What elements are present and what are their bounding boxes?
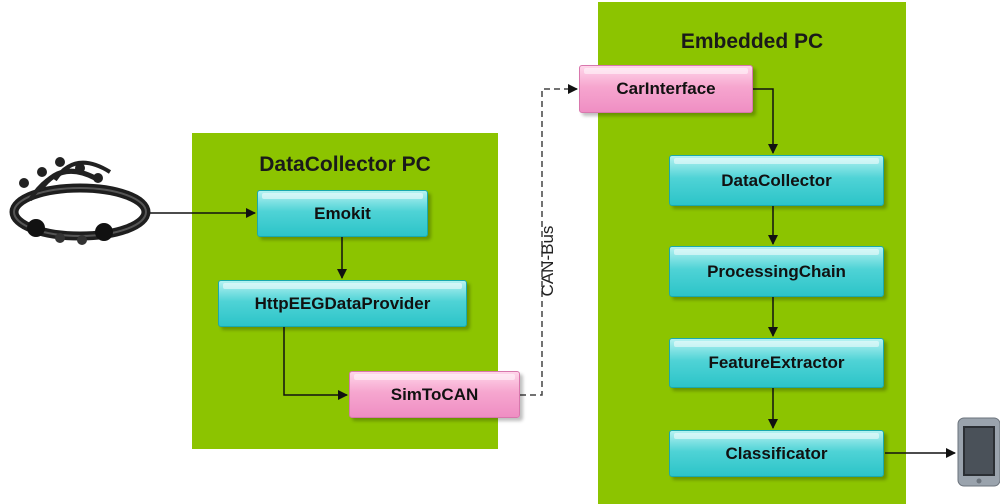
http-eeg-data-provider-label: HttpEEGDataProvider — [254, 293, 431, 313]
datacollector-pc-title: DataCollector PC — [259, 153, 431, 176]
can-bus-label: CAN-Bus — [538, 225, 557, 297]
car-interface-box: CarInterface — [579, 65, 753, 113]
http-eeg-data-provider-box: HttpEEGDataProvider — [218, 280, 467, 327]
car-interface-label: CarInterface — [616, 79, 716, 98]
data-collector-label: DataCollector — [721, 170, 832, 190]
arrow-carinterface-to-datacollector — [753, 88, 778, 154]
processing-chain-label: ProcessingChain — [707, 261, 846, 281]
eeg-headset-icon — [9, 157, 151, 245]
emokit-label: Emokit — [314, 203, 371, 223]
can-bus-connection — [520, 84, 578, 396]
arrow-provider-to-simtocan — [283, 327, 348, 400]
tablet-icon — [957, 417, 1000, 487]
feature-extractor-label: FeatureExtractor — [708, 353, 845, 372]
feature-extractor-box: FeatureExtractor — [669, 338, 884, 388]
emokit-box: Emokit — [257, 190, 428, 237]
sim-to-can-label: SimToCAN — [390, 384, 479, 404]
classificator-box: Classificator — [669, 430, 884, 477]
embedded-pc-title: Embedded PC — [680, 30, 824, 53]
data-collector-box: DataCollector — [669, 155, 884, 206]
classificator-label: Classificator — [725, 443, 828, 463]
processing-chain-box: ProcessingChain — [669, 246, 884, 297]
sim-to-can-box: SimToCAN — [349, 371, 520, 418]
